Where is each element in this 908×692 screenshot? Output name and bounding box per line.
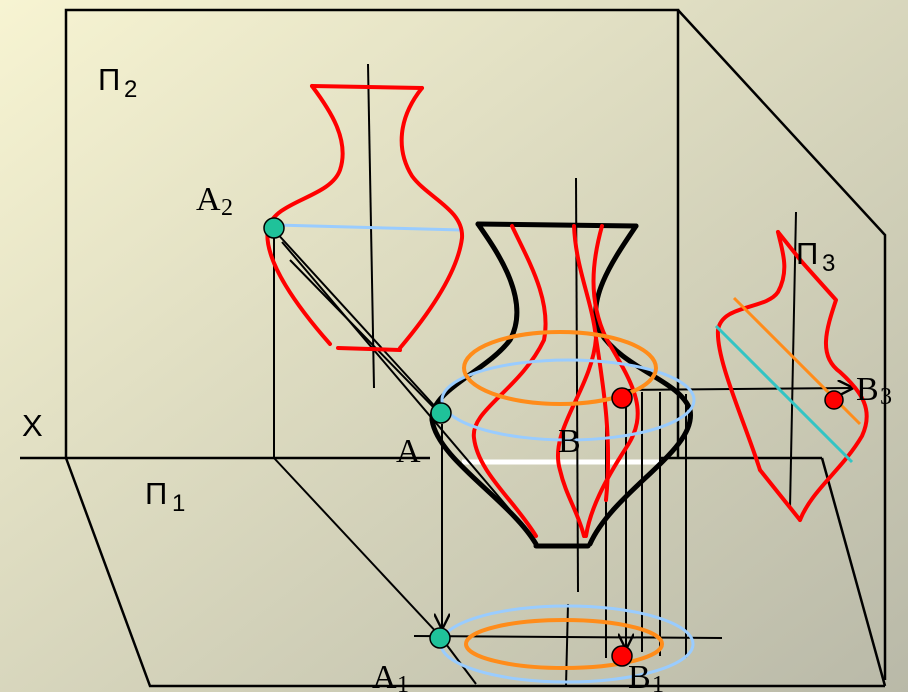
main-vase-outline	[429, 221, 693, 549]
plane-label-p2: П 2	[98, 62, 137, 103]
label-a1: A 1	[372, 659, 409, 692]
point-b	[611, 387, 633, 409]
horizontal-orange-ellipse	[464, 618, 664, 670]
plane-label-p1: П 1	[145, 476, 185, 517]
svg-text:A: A	[372, 659, 397, 692]
svg-text:2: 2	[221, 195, 233, 221]
plane-label-p3: П 3	[796, 236, 835, 277]
horizontal-view-vertical-axis	[565, 603, 569, 687]
svg-text:П: П	[145, 476, 167, 511]
orange-section-ellipse	[462, 330, 658, 406]
frontal-vase-base	[336, 346, 402, 352]
svg-text:2: 2	[124, 76, 137, 103]
blue-section-ellipse	[440, 358, 696, 442]
point-a1	[429, 627, 451, 649]
main-vase-left-outline	[429, 221, 539, 547]
main-vase-rim	[475, 221, 639, 229]
horizontal-plane-p1	[64, 457, 885, 688]
point-a	[430, 402, 452, 424]
axis-x-label: X	[22, 408, 43, 443]
frontal-vase-rim	[310, 84, 424, 90]
label-b: B	[558, 423, 581, 460]
profile-vase-axis	[789, 211, 797, 509]
svg-text:П: П	[98, 62, 120, 97]
profile-vase-projection	[715, 230, 869, 522]
frontal-vase-axis	[367, 63, 375, 389]
profile-plane-trace	[820, 457, 887, 687]
svg-text:1: 1	[397, 672, 409, 692]
projector-a2-to-a	[273, 229, 441, 413]
svg-text:1: 1	[172, 490, 185, 517]
point-b1	[611, 645, 633, 667]
svg-text:A: A	[396, 433, 421, 470]
svg-text:A: A	[196, 181, 221, 218]
svg-text:B: B	[558, 423, 581, 460]
projector-diagonal-lower	[273, 457, 441, 637]
svg-text:3: 3	[822, 250, 835, 277]
label-b3: B 3	[856, 371, 892, 410]
profile-vase-base	[758, 468, 802, 522]
svg-text:1: 1	[652, 672, 664, 692]
label-a: A	[396, 433, 421, 470]
profile-vase-right	[776, 230, 869, 522]
main-vase-right-outline	[587, 223, 693, 547]
point-a2	[263, 217, 285, 239]
frontal-vase-projection	[265, 84, 465, 352]
profile-vase-left	[715, 230, 787, 472]
frontal-vase-right-profile	[398, 86, 465, 350]
svg-text:B: B	[628, 659, 651, 692]
frontal-parallel-line	[275, 223, 463, 232]
frontal-vase-left-profile	[265, 84, 345, 346]
svg-text:B: B	[856, 371, 879, 408]
svg-text:П: П	[796, 236, 818, 271]
generator-inner	[594, 336, 611, 502]
projector-parallel-1	[281, 241, 511, 511]
label-b1: B 1	[628, 659, 664, 692]
profile-plane-p3	[677, 9, 887, 680]
projection-lines	[273, 63, 852, 687]
svg-text:3: 3	[880, 384, 892, 410]
frontal-plane-p2	[64, 8, 680, 458]
label-a2: A 2	[196, 181, 233, 221]
projector-b-to-b3	[621, 388, 852, 390]
point-b3	[824, 390, 844, 410]
generator-mid	[556, 224, 599, 538]
projector-parallel-2	[289, 259, 441, 415]
profile-teal-line	[714, 324, 854, 464]
